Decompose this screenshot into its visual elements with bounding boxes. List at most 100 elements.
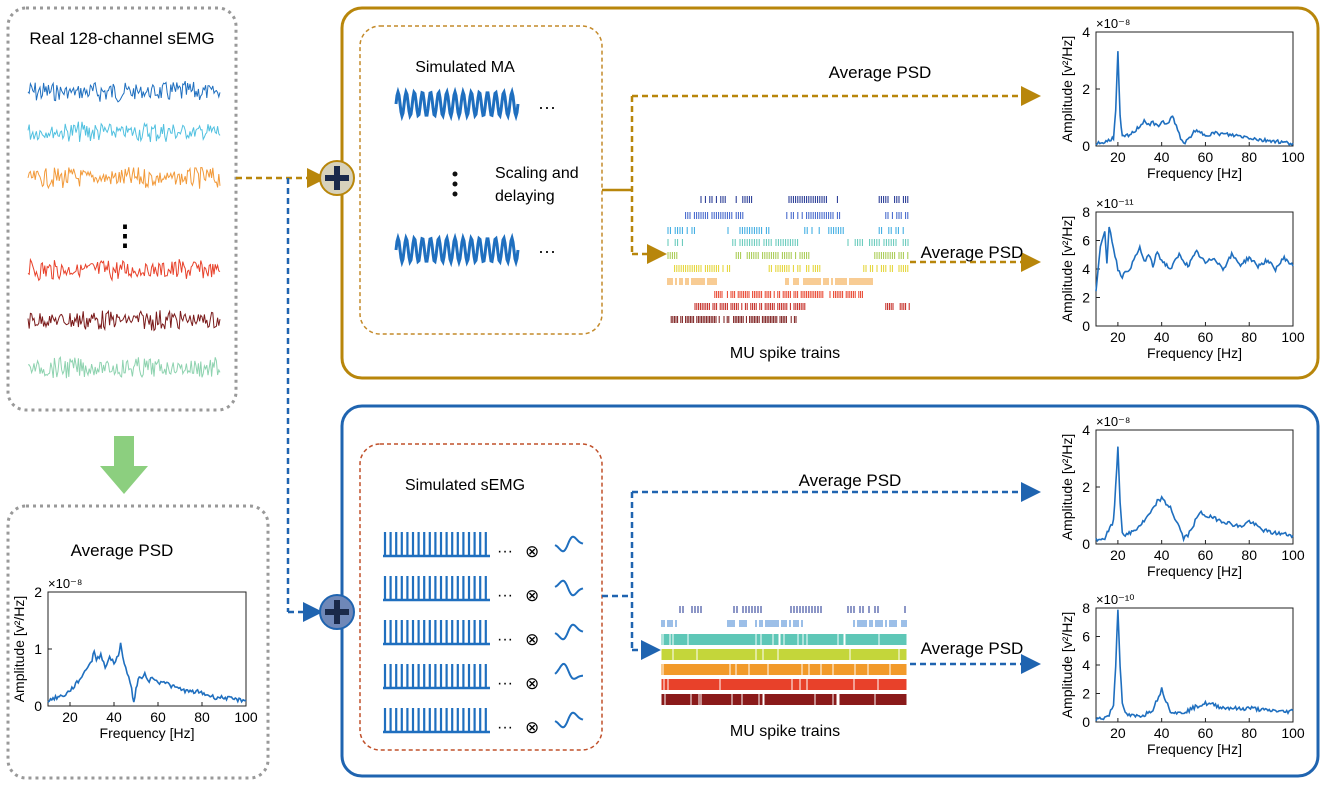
y-tick-label: 2 bbox=[1082, 686, 1090, 702]
y-tick-label: 6 bbox=[1082, 233, 1090, 249]
ma-sine-wave bbox=[394, 232, 520, 268]
x-axis-label: Frequency [Hz] bbox=[1147, 563, 1242, 579]
ma-average-psd-label-top: Average PSD bbox=[829, 63, 932, 82]
x-tick-label: 100 bbox=[234, 709, 258, 725]
x-tick-label: 20 bbox=[62, 709, 78, 725]
emg-channel-trace bbox=[27, 356, 221, 379]
x-tick-label: 40 bbox=[1154, 149, 1170, 165]
y-tick-label: 2 bbox=[1082, 290, 1090, 306]
emg-channel-traces bbox=[27, 80, 221, 379]
x-tick-label: 80 bbox=[1241, 547, 1257, 563]
plot-frame bbox=[47, 591, 247, 707]
real-psd-box bbox=[6, 504, 270, 780]
down-arrow-icon bbox=[100, 436, 148, 494]
simulated-ma-box bbox=[359, 25, 603, 335]
x-tick-label: 20 bbox=[1110, 149, 1126, 165]
ma-sine-waves bbox=[394, 86, 520, 268]
muap-waveform bbox=[554, 623, 584, 641]
x-tick-label: 60 bbox=[1198, 329, 1214, 345]
ma-vertical-dots bbox=[452, 171, 458, 197]
y-tick-label: 4 bbox=[1082, 24, 1090, 40]
real-semg-box bbox=[6, 6, 238, 412]
convolution-icon: ⊗ bbox=[525, 630, 539, 649]
y-tick-label: 0 bbox=[1082, 318, 1090, 334]
ma-average-psd-label-mid: Average PSD bbox=[921, 243, 1024, 262]
ma-sine-wave bbox=[394, 86, 520, 122]
spike-train-row bbox=[694, 303, 910, 310]
y-tick-label: 0 bbox=[34, 698, 42, 714]
muap-waveform bbox=[554, 535, 584, 553]
semg-spike-trains bbox=[661, 606, 907, 705]
semg-spike-label: MU spike trains bbox=[730, 723, 840, 740]
x-tick-label: 40 bbox=[1154, 547, 1170, 563]
spike-train-row bbox=[700, 196, 909, 203]
emg-channel-trace bbox=[27, 257, 221, 282]
emg-channel-trace bbox=[27, 166, 221, 190]
y-tick-label: 0 bbox=[1082, 714, 1090, 730]
spike-train-row bbox=[674, 265, 909, 272]
muap-waveform bbox=[554, 662, 583, 680]
scaling-text-2: delaying bbox=[495, 188, 555, 205]
x-tick-label: 20 bbox=[1110, 329, 1126, 345]
semg-row: ···⊗ bbox=[383, 708, 584, 737]
spike-train-row bbox=[667, 278, 873, 285]
emg-channel-trace bbox=[27, 309, 221, 332]
ma-flow-arrows bbox=[236, 86, 1041, 272]
x-tick-label: 100 bbox=[1281, 149, 1305, 165]
spike-train-row bbox=[679, 606, 906, 613]
y-axis-label: Amplitude [v²/Hz] bbox=[1059, 36, 1075, 143]
ma-spike-trains bbox=[667, 196, 910, 323]
spike-train-row bbox=[667, 239, 909, 246]
x-tick-label: 100 bbox=[1281, 329, 1305, 345]
x-tick-label: 80 bbox=[1241, 329, 1257, 345]
y-exponent-label: ×10⁻⁸ bbox=[1096, 16, 1130, 31]
x-tick-label: 40 bbox=[1154, 329, 1170, 345]
scaling-text-1: Scaling and bbox=[495, 165, 579, 182]
real-semg-title: Real 128-channel sEMG bbox=[29, 29, 214, 48]
spike-train-row bbox=[661, 620, 907, 627]
psd-series-line bbox=[1095, 609, 1294, 722]
semg-convolution-rows: ···⊗···⊗···⊗···⊗···⊗ bbox=[383, 532, 584, 737]
y-axis-label: Amplitude [v²/Hz] bbox=[11, 596, 27, 703]
x-axis-label: Frequency [Hz] bbox=[1147, 165, 1242, 181]
y-tick-label: 4 bbox=[1082, 422, 1090, 438]
muap-waveform bbox=[554, 711, 584, 729]
x-axis-label: Frequency [Hz] bbox=[100, 725, 195, 741]
semg-average-psd-label-top: Average PSD bbox=[799, 471, 902, 490]
x-tick-label: 60 bbox=[150, 709, 166, 725]
x-tick-label: 40 bbox=[1154, 725, 1170, 741]
plot-frame bbox=[1095, 429, 1294, 545]
spike-train-row bbox=[661, 634, 907, 645]
x-tick-label: 20 bbox=[1110, 725, 1126, 741]
y-axis-label: Amplitude [v²/Hz] bbox=[1059, 612, 1075, 719]
y-tick-label: 4 bbox=[1082, 261, 1090, 277]
y-exponent-label: ×10⁻⁸ bbox=[1096, 414, 1130, 429]
semg-average-psd-label-mid: Average PSD bbox=[921, 639, 1024, 658]
semg-ellipsis: ··· bbox=[497, 675, 513, 692]
spike-train-row bbox=[685, 212, 909, 219]
x-axis-label: Frequency [Hz] bbox=[1147, 345, 1242, 361]
semg-ellipsis: ··· bbox=[497, 543, 513, 560]
y-tick-label: 1 bbox=[34, 641, 42, 657]
semg-row: ···⊗ bbox=[383, 532, 584, 561]
x-tick-label: 60 bbox=[1198, 547, 1214, 563]
y-tick-label: 2 bbox=[34, 584, 42, 600]
channels-ellipsis: ⋮ bbox=[111, 220, 139, 251]
convolution-icon: ⊗ bbox=[525, 586, 539, 605]
semg-row: ···⊗ bbox=[383, 576, 584, 605]
x-tick-label: 100 bbox=[1281, 547, 1305, 563]
y-tick-label: 0 bbox=[1082, 138, 1090, 154]
spike-train-row bbox=[661, 649, 907, 660]
spike-train-row bbox=[661, 679, 907, 690]
ma-ellipsis-2: ··· bbox=[538, 241, 556, 261]
emg-channel-trace bbox=[27, 121, 221, 143]
ma-ellipsis-1: ··· bbox=[538, 97, 556, 117]
y-axis-label: Amplitude [v²/Hz] bbox=[1059, 434, 1075, 541]
y-tick-label: 2 bbox=[1082, 479, 1090, 495]
emg-channel-trace bbox=[27, 80, 221, 103]
